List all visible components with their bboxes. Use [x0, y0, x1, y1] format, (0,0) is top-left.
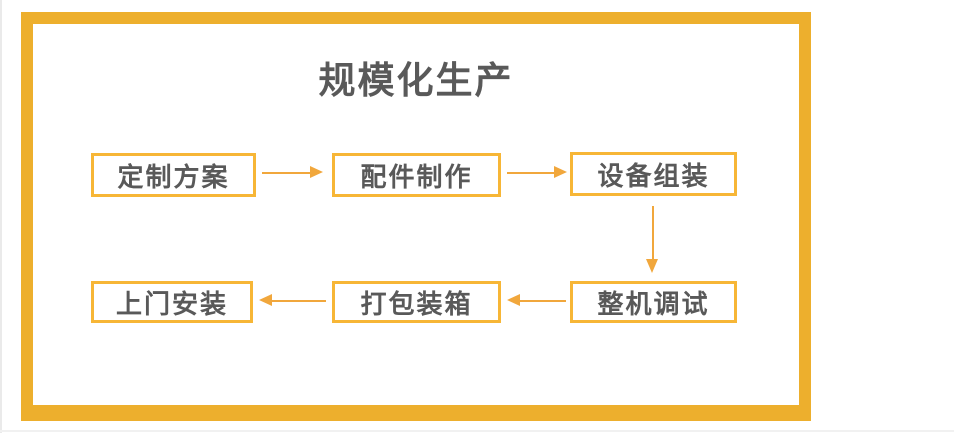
arrow-down-icon	[645, 206, 660, 273]
arrow-head	[646, 259, 658, 273]
diagram-title: 规模化生产	[318, 60, 514, 101]
page-left-edge-line	[0, 0, 2, 433]
flow-node-machine-testing: 整机调试	[570, 281, 737, 323]
arrow-right-icon	[262, 165, 323, 180]
arrow-head	[507, 294, 520, 306]
flow-node-packing: 打包装箱	[332, 281, 501, 323]
diagram-frame: 规模化生产	[21, 12, 811, 421]
flow-node-label: 打包装箱	[360, 288, 473, 319]
flow-node-custom-plan: 定制方案	[91, 153, 256, 197]
flow-node-parts-making: 配件制作	[332, 153, 501, 197]
arrow-head	[259, 294, 272, 306]
flow-node-label: 上门安装	[115, 288, 228, 319]
arrow-shaft	[262, 171, 311, 174]
flow-node-label: 定制方案	[117, 161, 230, 192]
arrow-left-icon	[259, 293, 326, 308]
arrow-head	[554, 166, 567, 178]
arrow-shaft	[507, 171, 555, 174]
arrow-left-icon	[507, 293, 566, 308]
arrow-right-icon	[507, 165, 567, 180]
page-bottom-edge-line	[0, 430, 954, 432]
arrow-shaft	[519, 299, 566, 302]
flow-node-label: 整机调试	[597, 288, 710, 319]
arrow-shaft	[651, 206, 654, 260]
arrow-head	[310, 166, 323, 178]
flow-node-equipment-assembly: 设备组装	[570, 152, 737, 196]
arrow-shaft	[271, 299, 326, 302]
flow-node-label: 配件制作	[360, 161, 473, 192]
flow-node-label: 设备组装	[597, 160, 710, 191]
flow-node-onsite-installation: 上门安装	[91, 281, 253, 323]
